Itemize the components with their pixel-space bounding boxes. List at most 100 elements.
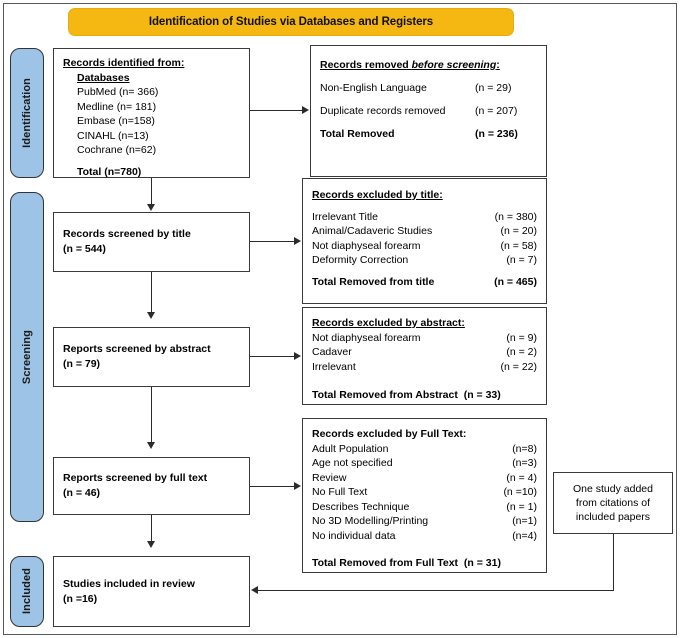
source-cinahl: CINAHL (n=13) (77, 129, 149, 142)
excluded-fulltext-row-count: (n = 4) (506, 471, 537, 484)
excluded-fulltext-row: No individual data (n=4) (312, 529, 537, 544)
box-reports-screened-by-abstract: Reports screened by abstract (n = 79) (53, 327, 250, 387)
excluded-title-row-count: (n = 380) (494, 210, 537, 223)
removed-before-row-label: Non-English Language (320, 82, 427, 94)
arrow-left-icon (251, 586, 258, 594)
excluded-abstract-row-count: (n = 2) (506, 346, 537, 358)
arrow-down-icon (147, 312, 155, 319)
connector-abstract-to-excluded-abstract (250, 356, 295, 358)
citation-line-1: One study added (573, 483, 653, 495)
excluded-fulltext-row-count: (n=4) (512, 529, 537, 542)
excluded-fulltext-row-count: (n=1) (512, 515, 537, 527)
excluded-fulltext-row: No 3D Modelling/Printing (n=1) (312, 514, 537, 529)
source-cochrane: Cochrane (n=62) (77, 144, 157, 156)
screened-abstract-count: (n = 79) (63, 358, 101, 370)
excluded-fulltext-total-label: Total Removed from Full Text (312, 557, 459, 569)
source-embase: Embase (n=158) (77, 115, 155, 127)
excluded-title-row-label: Animal/Cadaveric Studies (312, 225, 433, 237)
arrow-down-icon (147, 204, 155, 211)
excluded-fulltext-heading: Records excluded by Full Text: (312, 428, 467, 440)
removed-before-row-count: (n = 29) (475, 82, 512, 94)
excluded-fulltext-row-label: No 3D Modelling/Printing (312, 515, 429, 527)
excluded-title-row: Animal/Cadaveric Studies (n = 20) (312, 224, 537, 239)
citation-line-2: from citations of (575, 497, 651, 509)
excluded-abstract-total-label: Total Removed from Abstract (312, 389, 458, 401)
box-studies-included-in-review: Studies included in review (n =16) (53, 556, 250, 627)
stage-label-identification-text: Identification (21, 78, 33, 148)
excluded-title-total: Total Removed from title (n = 465) (312, 275, 537, 290)
excluded-abstract-heading: Records excluded by abstract: (312, 317, 465, 329)
figure-border (3, 3, 677, 635)
included-label: Studies included in review (63, 577, 195, 590)
stage-label-screening-text: Screening (21, 329, 33, 385)
excluded-title-row-count: (n = 58) (500, 239, 537, 252)
excluded-fulltext-total-count: (n = 31) (463, 557, 501, 569)
arrow-right-icon (294, 352, 301, 360)
stage-label-included: Included (10, 556, 44, 627)
citation-box-text: One study added from citations of includ… (568, 482, 658, 524)
removed-before-row-label: Duplicate records removed (320, 105, 446, 117)
arrow-down-icon (147, 442, 155, 449)
spacer (312, 543, 537, 556)
excluded-fulltext-row-count: (n=3) (512, 457, 537, 469)
records-identified-heading: Records identified from: (63, 57, 185, 69)
spacer (312, 268, 537, 275)
connector-abstract-to-fulltext (151, 387, 153, 443)
spacer (320, 73, 537, 80)
excluded-fulltext-row: Review (n = 4) (312, 471, 537, 486)
stage-label-included-text: Included (21, 568, 33, 615)
excluded-title-row-label: Deformity Correction (312, 254, 409, 266)
excluded-fulltext-row-label: No individual data (312, 529, 396, 542)
excluded-title-row: Irrelevant Title (n = 380) (312, 210, 537, 225)
excluded-fulltext-row-label: Age not specified (312, 457, 393, 469)
excluded-title-row: Not diaphyseal forearm (n = 58) (312, 239, 537, 254)
removed-before-heading-plain: Records removed (320, 59, 412, 71)
connector-identified-to-title (151, 178, 153, 205)
arrow-right-icon (302, 106, 309, 114)
excluded-fulltext-row-label: Adult Population (312, 442, 389, 455)
spacer (312, 203, 537, 210)
screened-title-label: Records screened by title (63, 228, 191, 240)
excluded-fulltext-row: No Full Text (n =10) (312, 485, 537, 500)
excluded-title-row-label: Irrelevant Title (312, 210, 378, 223)
removed-before-total-count: (n = 236) (475, 128, 518, 140)
records-identified-subheading: Databases (77, 71, 130, 84)
removed-before-heading-italic: before screening (411, 59, 497, 71)
screened-abstract-label: Reports screened by abstract (63, 343, 211, 355)
box-records-excluded-by-abstract: Records excluded by abstract: Not diaphy… (302, 307, 547, 405)
removed-before-row: Non-English Language (n = 29) (320, 80, 537, 96)
removed-before-total-label: Total Removed (320, 128, 395, 140)
source-pubmed: PubMed (n= 366) (77, 86, 159, 98)
stage-label-identification: Identification (10, 48, 44, 178)
connector-title-to-abstract (151, 272, 153, 313)
removed-before-heading: Records removed before screening: (320, 57, 537, 73)
connector-identified-to-removed (250, 110, 303, 112)
removed-before-total: Total Removed (n = 236) (320, 126, 537, 142)
excluded-abstract-row-label: Cadaver (312, 346, 352, 358)
excluded-fulltext-row-count: (n = 1) (506, 500, 537, 513)
excluded-fulltext-row-label: Review (312, 471, 347, 484)
box-reports-screened-by-full-text: Reports screened by full text (n = 46) (53, 457, 250, 515)
screened-fulltext-label: Reports screened by full text (63, 472, 208, 484)
excluded-title-row-count: (n = 20) (500, 225, 537, 237)
connector-citation-down (613, 534, 615, 591)
connector-fulltext-to-included (151, 515, 153, 542)
excluded-abstract-row: Cadaver (n = 2) (312, 345, 537, 360)
excluded-fulltext-row-count: (n =10) (503, 486, 537, 498)
connector-title-to-excluded-title (250, 241, 295, 243)
excluded-abstract-row-label: Not diaphyseal forearm (312, 331, 421, 344)
excluded-abstract-row: Irrelevant (n = 22) (312, 360, 537, 375)
excluded-fulltext-row-label: No Full Text (312, 486, 368, 498)
box-records-identified: Records identified from: Databases PubMe… (53, 48, 250, 178)
arrow-right-icon (294, 237, 301, 245)
excluded-abstract-row-label: Irrelevant (312, 360, 356, 373)
arrow-right-icon (294, 482, 301, 490)
screened-title-count: (n = 544) (63, 243, 106, 255)
box-records-screened-by-title: Records screened by title (n = 544) (53, 212, 250, 272)
source-medline: Medline (n= 181) (77, 100, 157, 113)
box-records-excluded-by-full-text: Records excluded by Full Text: Adult Pop… (302, 418, 547, 573)
box-records-removed-before-screening: Records removed before screening: Non-En… (310, 45, 547, 177)
diagram-title: Identification of Studies via Databases … (148, 16, 434, 28)
excluded-fulltext-row-label: Describes Technique (312, 500, 410, 513)
